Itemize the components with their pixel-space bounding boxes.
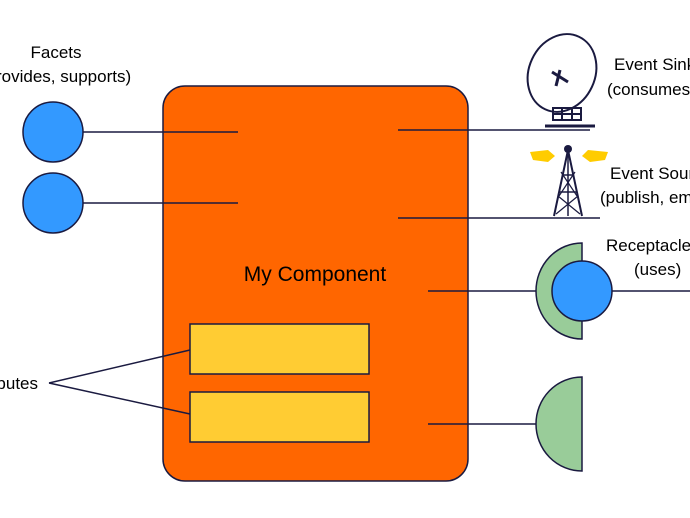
- receptacle-subtitle: (uses): [634, 260, 681, 279]
- event-source-title: Event Source: [610, 164, 690, 183]
- attribute-connector-2: [48, 382, 191, 415]
- attributes-label: Attributes: [0, 374, 38, 393]
- receptacle-title: Receptacle: [606, 236, 690, 255]
- facets-title: Facets: [30, 43, 81, 62]
- facets-subtitle: (provides, supports): [0, 67, 131, 86]
- receptacle-connected-facet[interactable]: [551, 260, 613, 322]
- radio-tower-icon: [530, 145, 608, 217]
- event-sink-title: Event Sink: [614, 55, 690, 74]
- attribute-box-1[interactable]: [189, 323, 370, 375]
- attribute-connector-1: [48, 349, 191, 384]
- facet-port-2[interactable]: [22, 172, 84, 234]
- event-sink-subtitle: (consumes): [607, 80, 690, 99]
- component-box[interactable]: [162, 85, 469, 482]
- event-source-subtitle: (publish, emits): [600, 188, 690, 207]
- attribute-box-2[interactable]: [189, 391, 370, 443]
- satellite-dish-icon: [526, 33, 598, 128]
- facet-port-1[interactable]: [22, 101, 84, 163]
- receptacle-port-2[interactable]: [535, 376, 583, 472]
- component-label: My Component: [244, 263, 387, 286]
